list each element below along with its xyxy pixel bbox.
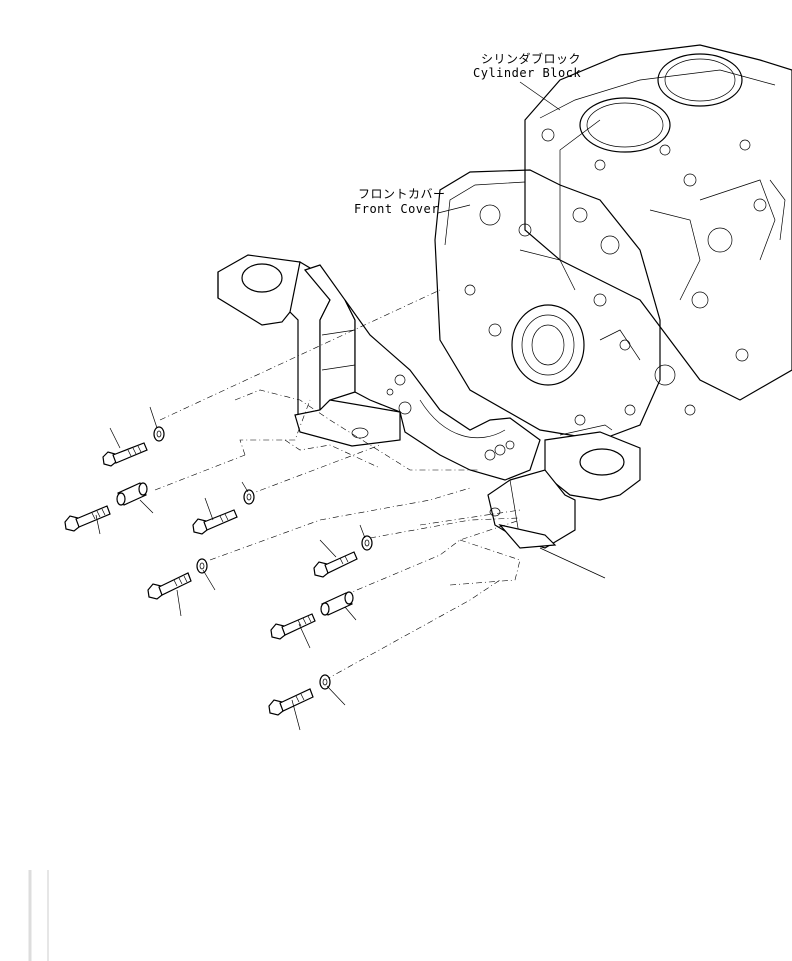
- spacer-2: [320, 591, 354, 616]
- bolt-6: [270, 613, 316, 640]
- cylinder-block-label-jp: シリンダブロック: [481, 52, 582, 66]
- front-cover-label-en: Front Cover: [354, 202, 439, 216]
- front-cover: [434, 169, 661, 441]
- cylinder-block: [524, 44, 792, 416]
- front-cover-label-jp: フロントカバー: [358, 187, 446, 201]
- bolt-3: [192, 509, 238, 535]
- washer-1: [153, 426, 165, 442]
- bolt-7: [268, 688, 314, 716]
- bolt-5: [313, 551, 358, 578]
- assembly-center-lines: [154, 289, 521, 681]
- washer-4: [361, 535, 373, 551]
- leader-lines: [95, 81, 606, 731]
- bolt-2: [64, 505, 111, 532]
- bolt-1: [102, 442, 148, 467]
- cylinder-block-label-en: Cylinder Block: [473, 66, 582, 80]
- washer-2: [243, 489, 255, 505]
- washer-3: [196, 558, 208, 574]
- washer-5: [319, 674, 331, 690]
- front-support-bracket: [217, 254, 641, 549]
- spacer-1: [116, 482, 148, 506]
- scan-artifact: [28, 870, 49, 961]
- bolt-4: [147, 572, 192, 600]
